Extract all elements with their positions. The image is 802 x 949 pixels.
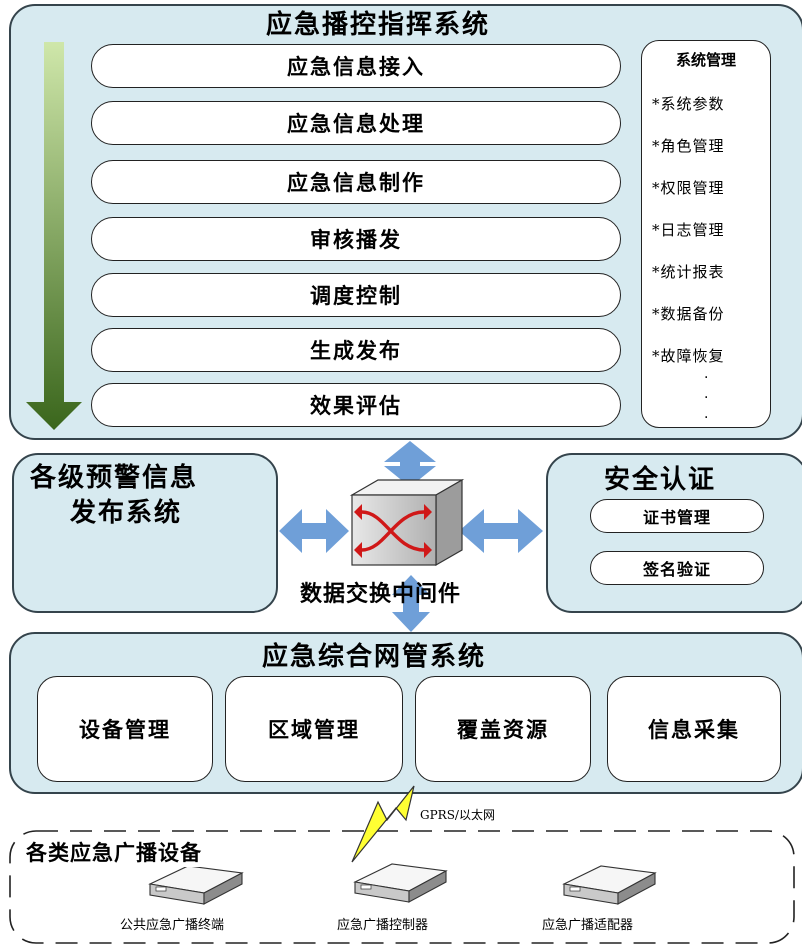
system-mgmt-box: 系统管理 *系统参数 *角色管理 *权限管理 *日志管理 *统计报表 *数据备份… <box>641 40 771 428</box>
switch-icon <box>349 478 465 567</box>
devices-title: 各类应急广播设备 <box>24 837 204 867</box>
security-title: 安全认证 <box>604 465 717 495</box>
warning-system-title-line1: 各级预警信息 <box>30 463 199 493</box>
module-coverage-resources: 覆盖资源 <box>415 676 591 782</box>
arrow-left-right-right <box>459 509 543 553</box>
devices-dashed-border <box>9 830 795 944</box>
system-mgmt-item: *角色管理 <box>652 137 725 155</box>
signature-verify: 签名验证 <box>590 551 764 585</box>
certificate-mgmt: 证书管理 <box>590 499 764 533</box>
broadcast-adapter-icon <box>562 865 657 905</box>
ellipsis-dot: · <box>704 410 709 426</box>
device-label-terminal: 公共应急广播终端 <box>120 918 225 933</box>
ellipsis-dot: · <box>704 370 709 386</box>
arrow-up-down-bottom <box>392 575 430 632</box>
lightning-bolt-icon <box>351 785 415 863</box>
link-label: GPRS/以太网 <box>420 808 495 822</box>
flow-step-2: 应急信息处理 <box>91 101 621 145</box>
module-area-mgmt: 区域管理 <box>225 676 403 782</box>
warning-system-panel <box>12 453 278 613</box>
device-label-controller: 应急广播控制器 <box>337 918 429 933</box>
broadcast-controller-icon <box>353 863 448 903</box>
system-mgmt-item: *数据备份 <box>652 305 725 323</box>
system-mgmt-item: *系统参数 <box>652 95 725 113</box>
security-panel <box>546 453 802 613</box>
arrow-up-down-top <box>384 441 436 487</box>
flow-step-3: 应急信息制作 <box>91 160 621 204</box>
flow-step-7: 效果评估 <box>91 383 621 427</box>
broadcast-terminal-icon <box>148 865 244 905</box>
network-mgmt-title: 应急综合网管系统 <box>262 642 487 672</box>
system-mgmt-item: *权限管理 <box>652 179 725 197</box>
flow-step-6: 生成发布 <box>91 328 621 372</box>
ellipsis-dot: · <box>704 390 709 406</box>
flow-step-4: 审核播发 <box>91 217 621 261</box>
module-info-collection: 信息采集 <box>607 676 781 782</box>
system-mgmt-item: *故障恢复 <box>652 347 725 365</box>
module-device-mgmt: 设备管理 <box>37 676 213 782</box>
system-mgmt-item: *统计报表 <box>652 263 725 281</box>
arrow-left-right-left <box>279 509 349 553</box>
device-label-adapter: 应急广播适配器 <box>542 918 634 933</box>
flow-step-1: 应急信息接入 <box>91 44 621 88</box>
flow-step-5: 调度控制 <box>91 273 621 317</box>
system-mgmt-item: *日志管理 <box>652 221 725 239</box>
middleware-label: 数据交换中间件 <box>300 582 462 607</box>
command-system-title: 应急播控指挥系统 <box>266 10 491 40</box>
warning-system-title-line2: 发布系统 <box>70 498 183 528</box>
system-mgmt-title: 系统管理 <box>675 51 736 69</box>
